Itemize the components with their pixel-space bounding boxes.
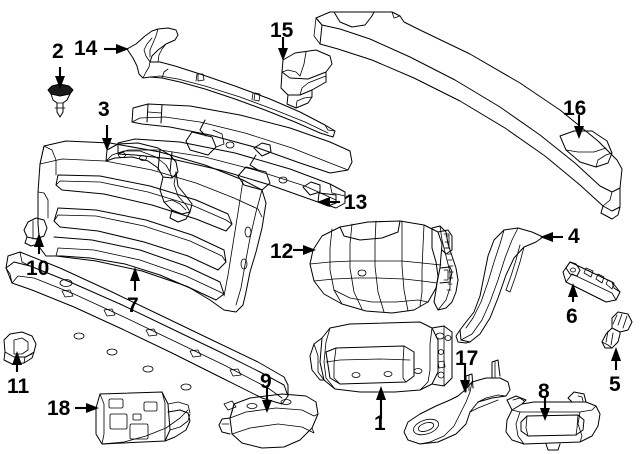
- callout-number-5: 5: [609, 373, 621, 396]
- part-upper-grille-side-bracket: [105, 142, 193, 223]
- callout-number-12: 12: [270, 240, 294, 263]
- part-impact-bar-end-cap: [280, 49, 333, 109]
- part-bumper-cover-lower-corner-molding: [218, 393, 319, 449]
- callout-number-13: 13: [344, 191, 368, 214]
- part-lower-valance-strip: [5, 251, 289, 411]
- callout-number-1: 1: [374, 412, 386, 435]
- part-impact-bar-upper-reinforcement: [117, 103, 353, 209]
- part-bumper-cover-air-duct-deflector: [309, 220, 453, 314]
- callout-number-10: 10: [26, 257, 50, 280]
- leader-lines: [12, 37, 621, 421]
- part-front-bumper-cover: [37, 140, 267, 313]
- callout-number-3: 3: [98, 98, 110, 121]
- part-bumper-clip-grommet: [23, 217, 48, 247]
- part-lower-grille-vent-insert: [505, 391, 601, 451]
- part-license-plate-mounting-bracket: [95, 391, 191, 445]
- part-mounting-stud-bolt: [601, 311, 633, 349]
- part-front-bumper-energy-absorber: [309, 321, 453, 393]
- callout-number-6: 6: [566, 305, 578, 328]
- callout-number-15: 15: [270, 19, 294, 42]
- callout-number-8: 8: [538, 380, 550, 403]
- part-push-pin-retainer-clip: [47, 83, 74, 118]
- callout-number-16: 16: [563, 97, 587, 120]
- callout-number-4: 4: [568, 225, 580, 248]
- part-cover-attachment-fin: [431, 225, 459, 311]
- callout-number-2: 2: [52, 40, 64, 63]
- part-bumper-cover-side-filler-panel: [455, 227, 544, 344]
- part-upper-radiator-support-cover: [126, 27, 336, 138]
- part-tow-hook-bracket: [403, 359, 511, 445]
- callout-number-17: 17: [455, 347, 479, 370]
- callout-number-7: 7: [127, 294, 139, 317]
- callout-number-18: 18: [47, 397, 71, 420]
- callout-number-9: 9: [260, 370, 272, 393]
- callout-number-14: 14: [74, 37, 98, 60]
- part-bumper-nut-retainer: [3, 331, 37, 365]
- callout-number-11: 11: [7, 375, 30, 398]
- part-front-bumper-impact-bar: [280, 11, 623, 220]
